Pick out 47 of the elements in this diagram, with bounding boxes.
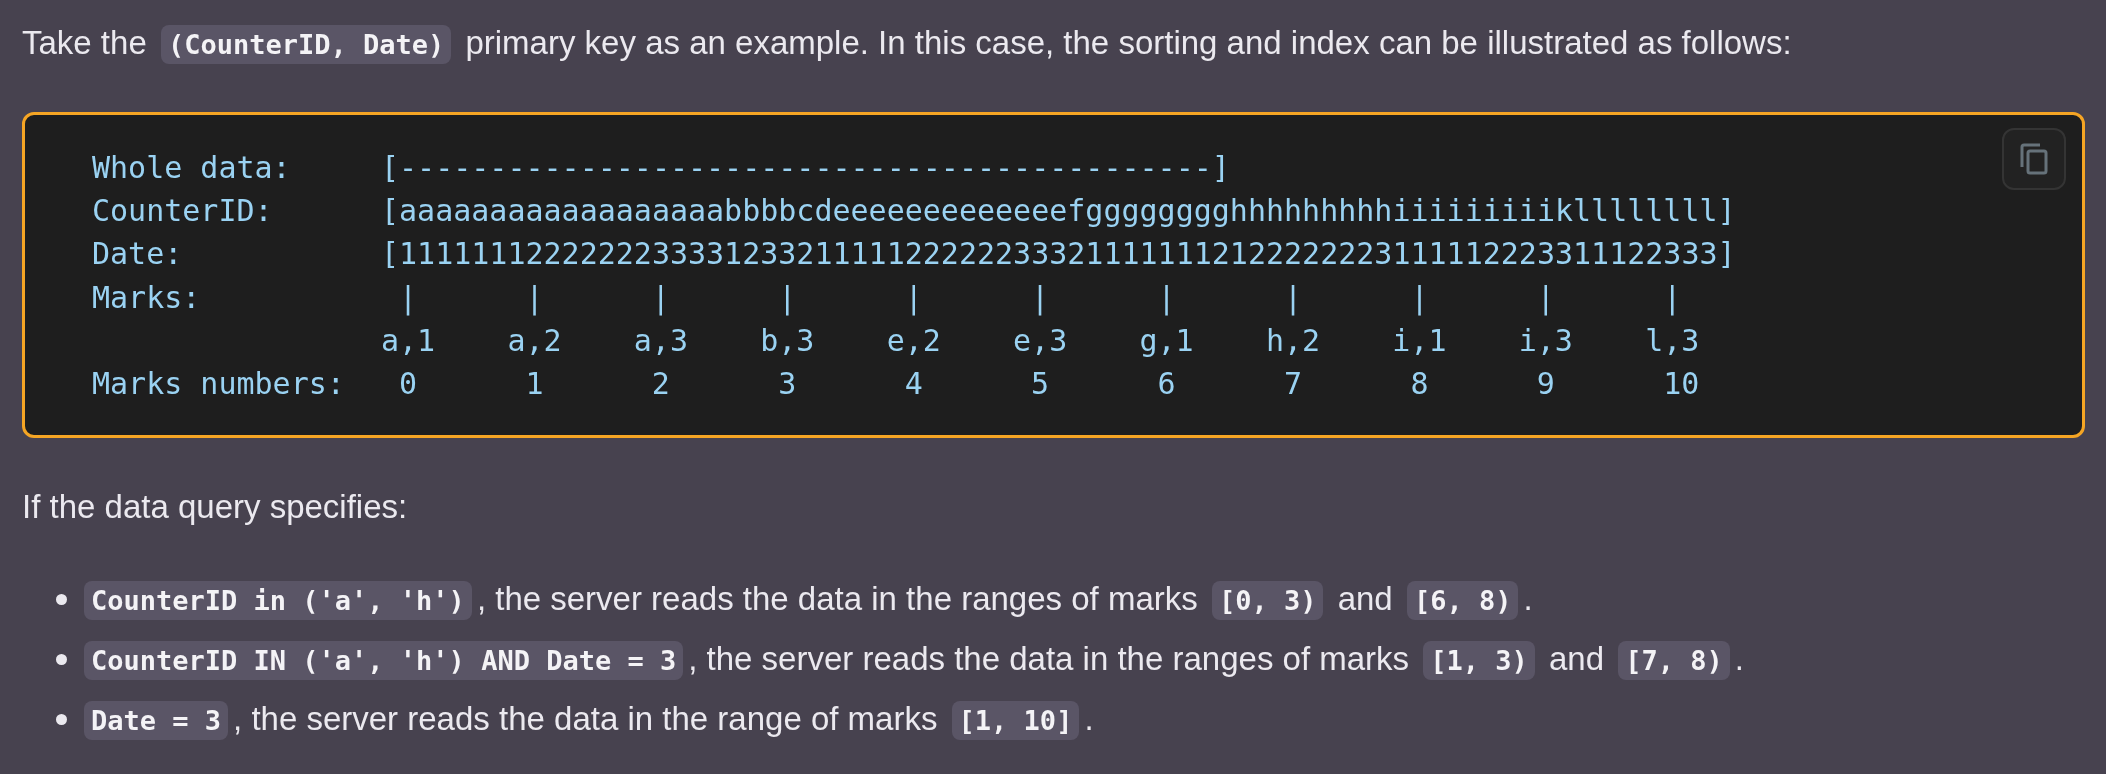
data-sequence: [aaaaaaaaaaaaaaaaaabbbbcdeeeeeeeeeeeeefgggggggghhhhhhhhhiiiiiiiiikllllllll] bbox=[380, 192, 1736, 231]
code-block bbox=[22, 112, 2085, 438]
mark-number: 6 bbox=[1157, 365, 1176, 403]
mark-number: 3 bbox=[778, 365, 797, 403]
mark-key: e,2 bbox=[886, 318, 941, 362]
mark-key: e,3 bbox=[1013, 318, 1068, 362]
row-label: Date: bbox=[92, 235, 183, 274]
list-item-text: CounterID in ('a', 'h'), the server reads the data in the ranges of marks [0, 3) and [6, 8). bbox=[79, 577, 1533, 623]
mark-key: i,1 bbox=[1392, 318, 1447, 362]
mark-number: 4 bbox=[904, 365, 923, 403]
mark-key: l,3 bbox=[1645, 318, 1700, 362]
list-item-text: Date = 3, the server reads the data in the range of marks [1, 10]. bbox=[79, 697, 1094, 743]
mark-tick: | bbox=[778, 278, 797, 318]
mark-tick: | bbox=[904, 278, 923, 318]
mark-key: a,2 bbox=[507, 318, 562, 362]
mark-key: i,3 bbox=[1518, 318, 1573, 362]
mark-tick: | bbox=[1031, 278, 1050, 318]
mark-number: 1 bbox=[525, 365, 544, 403]
mark-number: 7 bbox=[1283, 365, 1302, 403]
mark-tick: | bbox=[1536, 278, 1555, 318]
mark-tick: | bbox=[525, 278, 544, 318]
row-label: Marks: bbox=[92, 278, 201, 317]
mark-number: 9 bbox=[1536, 365, 1555, 403]
paragraph: Take the (CounterID, Date) primary key as an example. In this case, the sorting and index can be illustrated as follows: bbox=[22, 21, 1792, 67]
row-label: Marks numbers: bbox=[92, 365, 345, 403]
row-label: CounterID: bbox=[92, 192, 273, 231]
paragraph: If the data query specifies: bbox=[22, 487, 408, 527]
row-label: Whole data: bbox=[92, 149, 291, 187]
mark-key: a,1 bbox=[380, 318, 436, 362]
list-item-text: CounterID IN ('a', 'h') AND Date = 3, the server reads the data in the ranges of marks [1, 3) and [7, 8). bbox=[79, 637, 1744, 683]
mark-number: 5 bbox=[1031, 365, 1050, 403]
mark-number: 10 bbox=[1663, 365, 1700, 403]
mark-tick: | bbox=[399, 278, 418, 318]
data-sequence: [1111111222222233331233211111222222333211111112122222223111112223311122333] bbox=[380, 235, 1736, 274]
mark-tick: | bbox=[1663, 278, 1682, 318]
data-sequence: [---------------------------------------------] bbox=[380, 149, 1230, 187]
mark-tick: | bbox=[1157, 278, 1176, 318]
mark-key: h,2 bbox=[1265, 318, 1321, 362]
mark-key: g,1 bbox=[1139, 318, 1194, 362]
mark-tick: | bbox=[1410, 278, 1429, 318]
mark-number: 2 bbox=[651, 365, 670, 403]
mark-number: 0 bbox=[399, 365, 418, 403]
mark-tick: | bbox=[651, 278, 670, 318]
mark-tick: | bbox=[1283, 278, 1302, 318]
mark-key: a,3 bbox=[633, 318, 688, 362]
mark-number: 8 bbox=[1410, 365, 1429, 403]
mark-key: b,3 bbox=[760, 318, 815, 362]
